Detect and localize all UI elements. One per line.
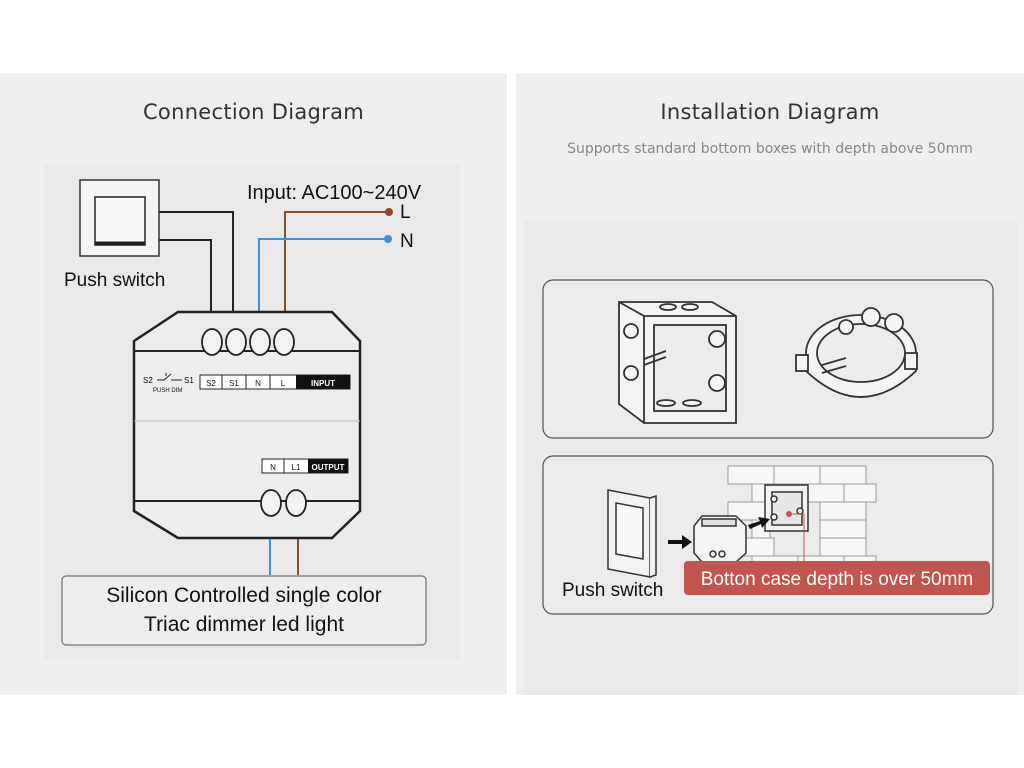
depth-note-text: Botton case depth is over 50mm <box>701 569 973 590</box>
product-label-line1: Silicon Controlled single color <box>106 584 381 607</box>
dimmer-module <box>132 310 362 540</box>
installation-panel: Installation Diagram Supports standard b… <box>516 73 1024 695</box>
input-voltage-label: Input: AC100~240V <box>247 182 422 204</box>
installation-diagram: Push switch Botton case depth is over 50… <box>542 279 994 615</box>
input-terminal-strip <box>199 374 351 390</box>
installation-title: Installation Diagram <box>660 100 880 124</box>
input-terminal-l: L <box>281 379 286 388</box>
output-terminal-strip <box>261 458 349 474</box>
switch-marking-symbol <box>157 373 182 381</box>
switch-marking-s1: S1 <box>184 376 194 385</box>
terminal-n-label: N <box>400 231 414 252</box>
connection-panel: Connection Diagram Input: AC100~240V L N… <box>0 73 507 695</box>
connection-diagram: Input: AC100~240V L N Push switch S2 <box>61 179 427 646</box>
square-junction-box-icon <box>618 301 737 424</box>
output-terminal-l1: L1 <box>292 463 301 472</box>
installation-subtitle: Supports standard bottom boxes with dept… <box>567 141 973 157</box>
round-junction-box-icon <box>795 307 918 398</box>
box-types-card <box>542 279 994 439</box>
input-terminal-s2: S2 <box>206 379 216 388</box>
push-switch-icon <box>79 179 160 257</box>
neutral-wire <box>258 238 388 312</box>
install-push-switch-label: Push switch <box>562 580 663 601</box>
live-wire <box>284 211 389 312</box>
product-label-line2: Triac dimmer led light <box>144 613 344 636</box>
dimmer-module-small-icon <box>693 515 747 563</box>
arrow-to-wall-icon <box>748 517 770 529</box>
push-switch-label: Push switch <box>64 270 165 291</box>
input-terminal-s1: S1 <box>229 379 239 388</box>
switch-wires <box>157 211 234 312</box>
input-tag: INPUT <box>311 379 335 388</box>
switch-marking-push-dim: PUSH DIM <box>153 388 182 394</box>
live-terminal-dot <box>385 208 393 216</box>
push-switch-panel-icon <box>607 489 657 578</box>
output-tag: OUTPUT <box>312 463 345 472</box>
product-label-box <box>61 575 427 646</box>
output-terminal-n: N <box>270 463 276 472</box>
depth-note-badge <box>684 561 990 595</box>
terminal-l-label: L <box>400 202 411 223</box>
depth-marker-line <box>789 513 805 561</box>
input-terminal-n: N <box>255 379 261 388</box>
connection-title: Connection Diagram <box>142 100 365 124</box>
wall-box-icon <box>764 484 809 532</box>
switch-marking-s2: S2 <box>143 376 153 385</box>
neutral-terminal-dot <box>384 235 392 243</box>
arrow-to-module-icon <box>668 535 692 549</box>
